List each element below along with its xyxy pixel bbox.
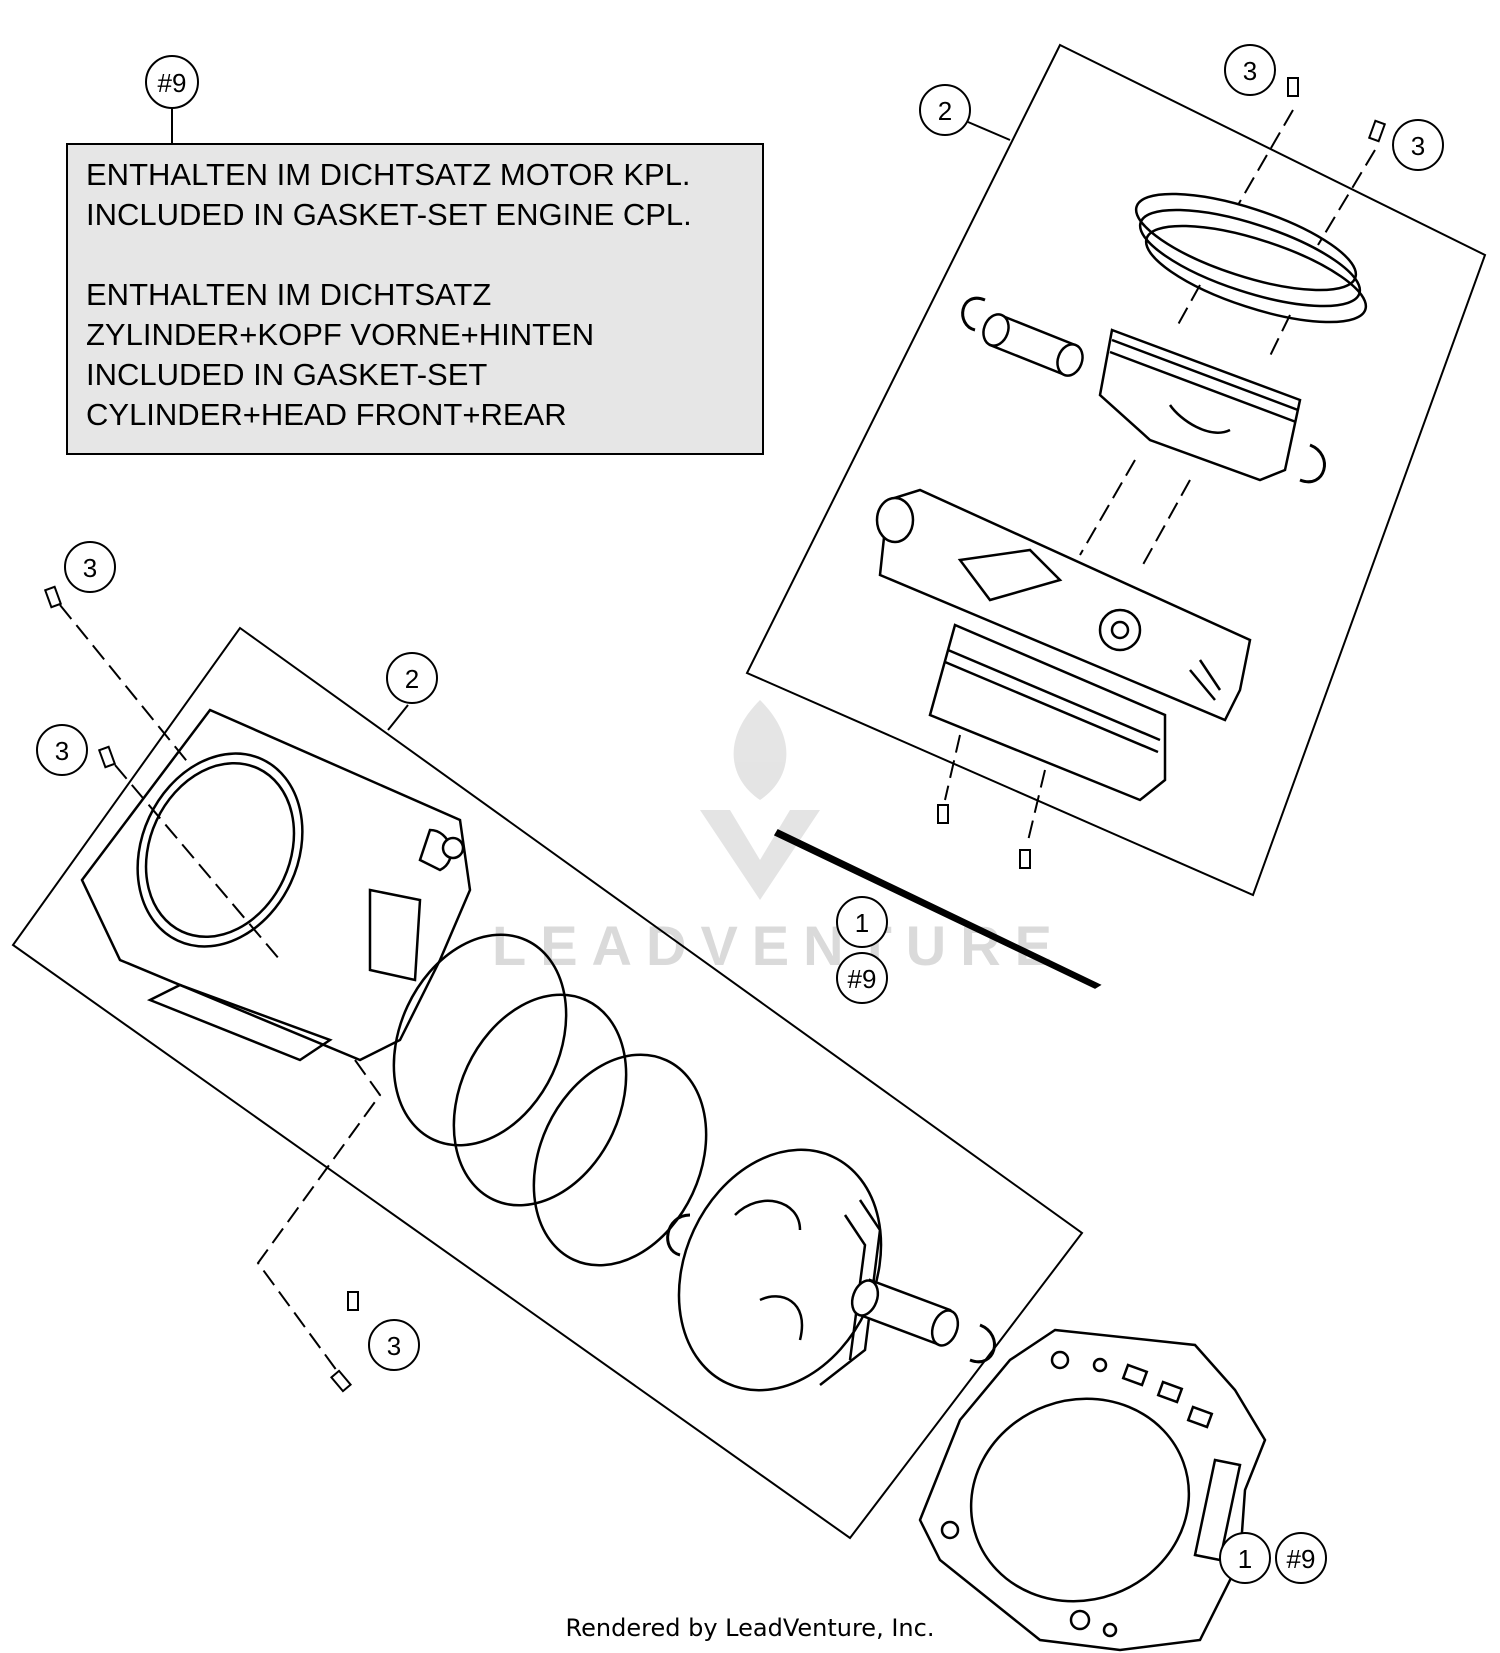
upper-base-gasket [773, 829, 1102, 989]
callout-part-2-lower: 2 [386, 652, 438, 704]
callout-note-ref: #9 [145, 55, 199, 109]
callout-part-3-b: 3 [1392, 119, 1444, 171]
callout-part-1-lower: 1 [1219, 1532, 1271, 1584]
svg-text:3: 3 [55, 736, 69, 766]
lower-cylinder [80, 708, 472, 1062]
lower-assembly-frame [11, 626, 1084, 1540]
watermark: LEADVENTURE [492, 700, 1066, 977]
upper-cylinder [875, 488, 1252, 802]
svg-text:#9: #9 [158, 68, 187, 98]
footer-credit: Rendered by LeadVenture, Inc. [565, 1614, 935, 1642]
watermark-text: LEADVENTURE [492, 914, 1066, 977]
callout-part-3-d: 3 [36, 724, 88, 776]
callout-part-2-upper: 2 [919, 84, 971, 136]
svg-text:3: 3 [1243, 56, 1257, 86]
svg-text:#9: #9 [1287, 1544, 1316, 1574]
upper-piston-rings [1134, 192, 1368, 324]
upper-piston [1098, 328, 1302, 482]
svg-text:3: 3 [1411, 131, 1425, 161]
note-line-4: ENTHALTEN IM DICHTSATZ [86, 277, 492, 312]
svg-text:1: 1 [1238, 1544, 1252, 1574]
callout-part-1-upper: 1 [836, 896, 888, 948]
head-gasket [918, 1328, 1267, 1652]
callout-part-3-e: 3 [368, 1319, 420, 1371]
upper-piston-pin [982, 313, 1084, 377]
callout-ref9-lower: #9 [1275, 1532, 1327, 1584]
lower-piston-rings [392, 933, 708, 1267]
svg-text:1: 1 [855, 908, 869, 938]
gasket-set-note: ENTHALTEN IM DICHTSATZ MOTOR KPL. INCLUD… [66, 143, 764, 455]
callout-ref9-upper: #9 [836, 952, 888, 1004]
svg-text:#9: #9 [848, 964, 877, 994]
callout-part-3-a: 3 [1224, 44, 1276, 96]
lower-piston [677, 1148, 883, 1392]
note-line-2: INCLUDED IN GASKET-SET ENGINE CPL. [86, 197, 692, 232]
note-line-6: INCLUDED IN GASKET-SET [86, 357, 488, 392]
svg-text:2: 2 [938, 96, 952, 126]
svg-text:3: 3 [83, 553, 97, 583]
svg-text:2: 2 [405, 664, 419, 694]
note-line-7: CYLINDER+HEAD FRONT+REAR [86, 397, 567, 432]
note-line-1: ENTHALTEN IM DICHTSATZ MOTOR KPL. [86, 157, 691, 192]
svg-text:3: 3 [387, 1331, 401, 1361]
callout-part-3-c: 3 [64, 541, 116, 593]
note-line-5: ZYLINDER+KOPF VORNE+HINTEN [86, 317, 595, 352]
note-text: ENTHALTEN IM DICHTSATZ MOTOR KPL. INCLUD… [86, 155, 692, 435]
lower-piston-pin [850, 1278, 960, 1347]
upper-assembly-frame [745, 43, 1487, 897]
